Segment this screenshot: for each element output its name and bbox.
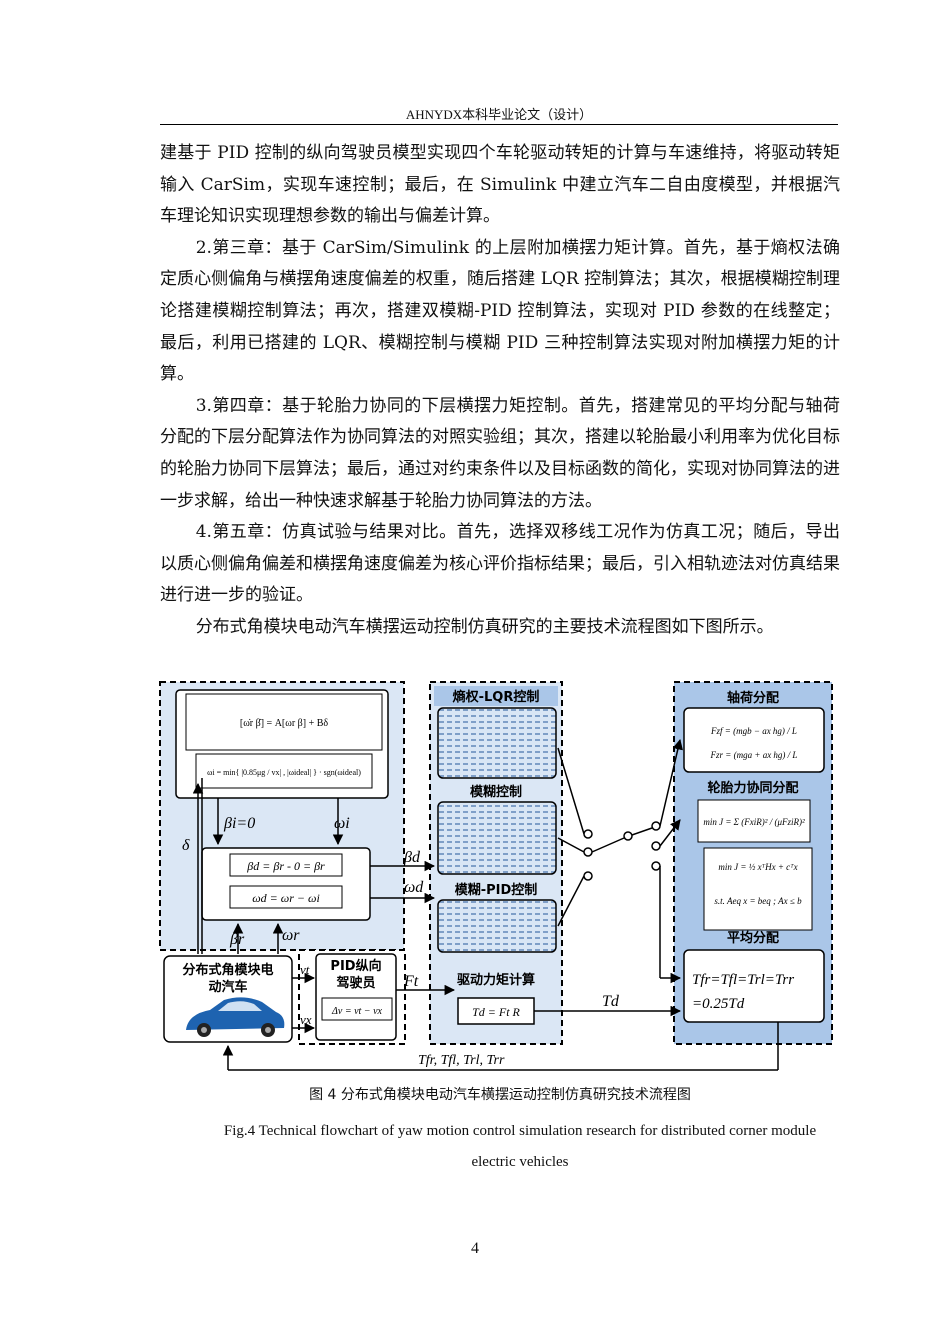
vehicle-label: 分布式角模块电	[182, 962, 273, 978]
vx-label: vx	[300, 1012, 312, 1027]
speed-deviation-eq: Δv = vt − vx	[331, 1006, 382, 1017]
beta-r-label: βr	[229, 931, 245, 948]
fuzzy-block	[437, 801, 557, 875]
flowchart-figure: [ω̇r β̇] = A[ωr β] + Bδ ωi = min{ |0.85μ…	[159, 681, 833, 1071]
axle-eq: Fzf = (mgb − ax hg) / L	[710, 726, 797, 736]
tire-eq: min J = Σ (FxiR)² / (μFziR)²	[703, 817, 805, 827]
torque-calc-title: 驱动力矩计算	[457, 972, 535, 988]
average-title: 平均分配	[727, 930, 779, 946]
matrix-equation: [ω̇r β̇] = A[ωr β] + Bδ	[240, 718, 328, 729]
average-eq: Tfr=Tfl=Trl=Trr	[692, 972, 794, 988]
tire-force-title: 轮胎力协同分配	[707, 780, 798, 796]
running-header: AHNYDX本科毕业论文（设计）	[405, 107, 593, 122]
figure-caption-en: Fig.4 Technical flowchart of yaw motion …	[223, 1123, 817, 1170]
axle-load-title: 轴荷分配	[727, 690, 779, 706]
lqr-title: 熵权-LQR控制	[452, 689, 540, 705]
header-rule	[160, 124, 838, 125]
body-text: 建基于 PID 控制的纵向驾驶员模型实现四个车轮驱动转矩的计算与车速维持，将驱动…	[160, 138, 840, 644]
wheel-torque-label: Tfr, Tfl, Trl, Trr	[418, 1053, 505, 1068]
paragraph: 3.第四章：基于轮胎力协同的下层横摆力矩控制。首先，搭建常见的平均分配与轴荷分配…	[160, 395, 840, 511]
fuzzy-title: 模糊控制	[470, 784, 522, 800]
page-number: 4	[471, 1240, 479, 1257]
paragraph: 2.第三章：基于 CarSim/Simulink 的上层附加横摆力矩计算。首先，…	[160, 237, 840, 385]
delta-label: δ	[182, 837, 190, 854]
beta-deviation-eq: βd = βr - 0 = βr	[246, 859, 325, 873]
ft-label: Ft	[403, 973, 419, 990]
paragraph: 4.第五章：仿真试验与结果对比。首先，选择双移线工况作为仿真工况；随后，导出以质…	[160, 522, 840, 606]
fuzzy-pid-block	[437, 899, 557, 953]
vt-label: vt	[300, 962, 310, 977]
td-label: Td	[602, 993, 620, 1010]
car-icon	[186, 997, 285, 1037]
average-eq: =0.25Td	[692, 996, 745, 1012]
beta-d-label: βd	[403, 849, 421, 866]
qp-eq: min J = ½ xᵀHx + cᵀx	[718, 862, 797, 872]
omega-d-label: ωd	[404, 879, 424, 896]
paragraph: 分布式角模块电动汽车横摆运动控制仿真研究的主要技术流程图如下图所示。	[195, 616, 774, 637]
pid-driver-label: 驾驶员	[336, 975, 375, 991]
pid-driver-label: PID纵向	[330, 958, 381, 974]
lqr-block	[437, 707, 557, 779]
omega-r-label: ωr	[282, 927, 300, 944]
beta-i-label: βi=0	[223, 815, 255, 832]
paragraph: 建基于 PID 控制的纵向驾驶员模型实现四个车轮驱动转矩的计算与车速维持，将驱动…	[160, 143, 840, 227]
fuzzy-pid-title: 模糊-PID控制	[455, 882, 538, 898]
figure-caption-cn: 图 4 分布式角模块电动汽车横摆运动控制仿真研究技术流程图	[309, 1087, 691, 1103]
torque-eq: Td = Ft R	[472, 1005, 520, 1019]
omega-deviation-eq: ωd = ωr − ωi	[252, 891, 320, 905]
omega-i-equation: ωi = min{ |0.85μg / vx| , |ωideal| } · s…	[207, 768, 361, 777]
vehicle-label: 动汽车	[208, 979, 247, 995]
qp-constraint: s.t. Aeq x = beq ; Ax ≤ b	[714, 896, 802, 906]
omega-i-label: ωi	[334, 815, 350, 832]
axle-eq: Fzr = (mga + ax hg) / L	[710, 750, 798, 760]
